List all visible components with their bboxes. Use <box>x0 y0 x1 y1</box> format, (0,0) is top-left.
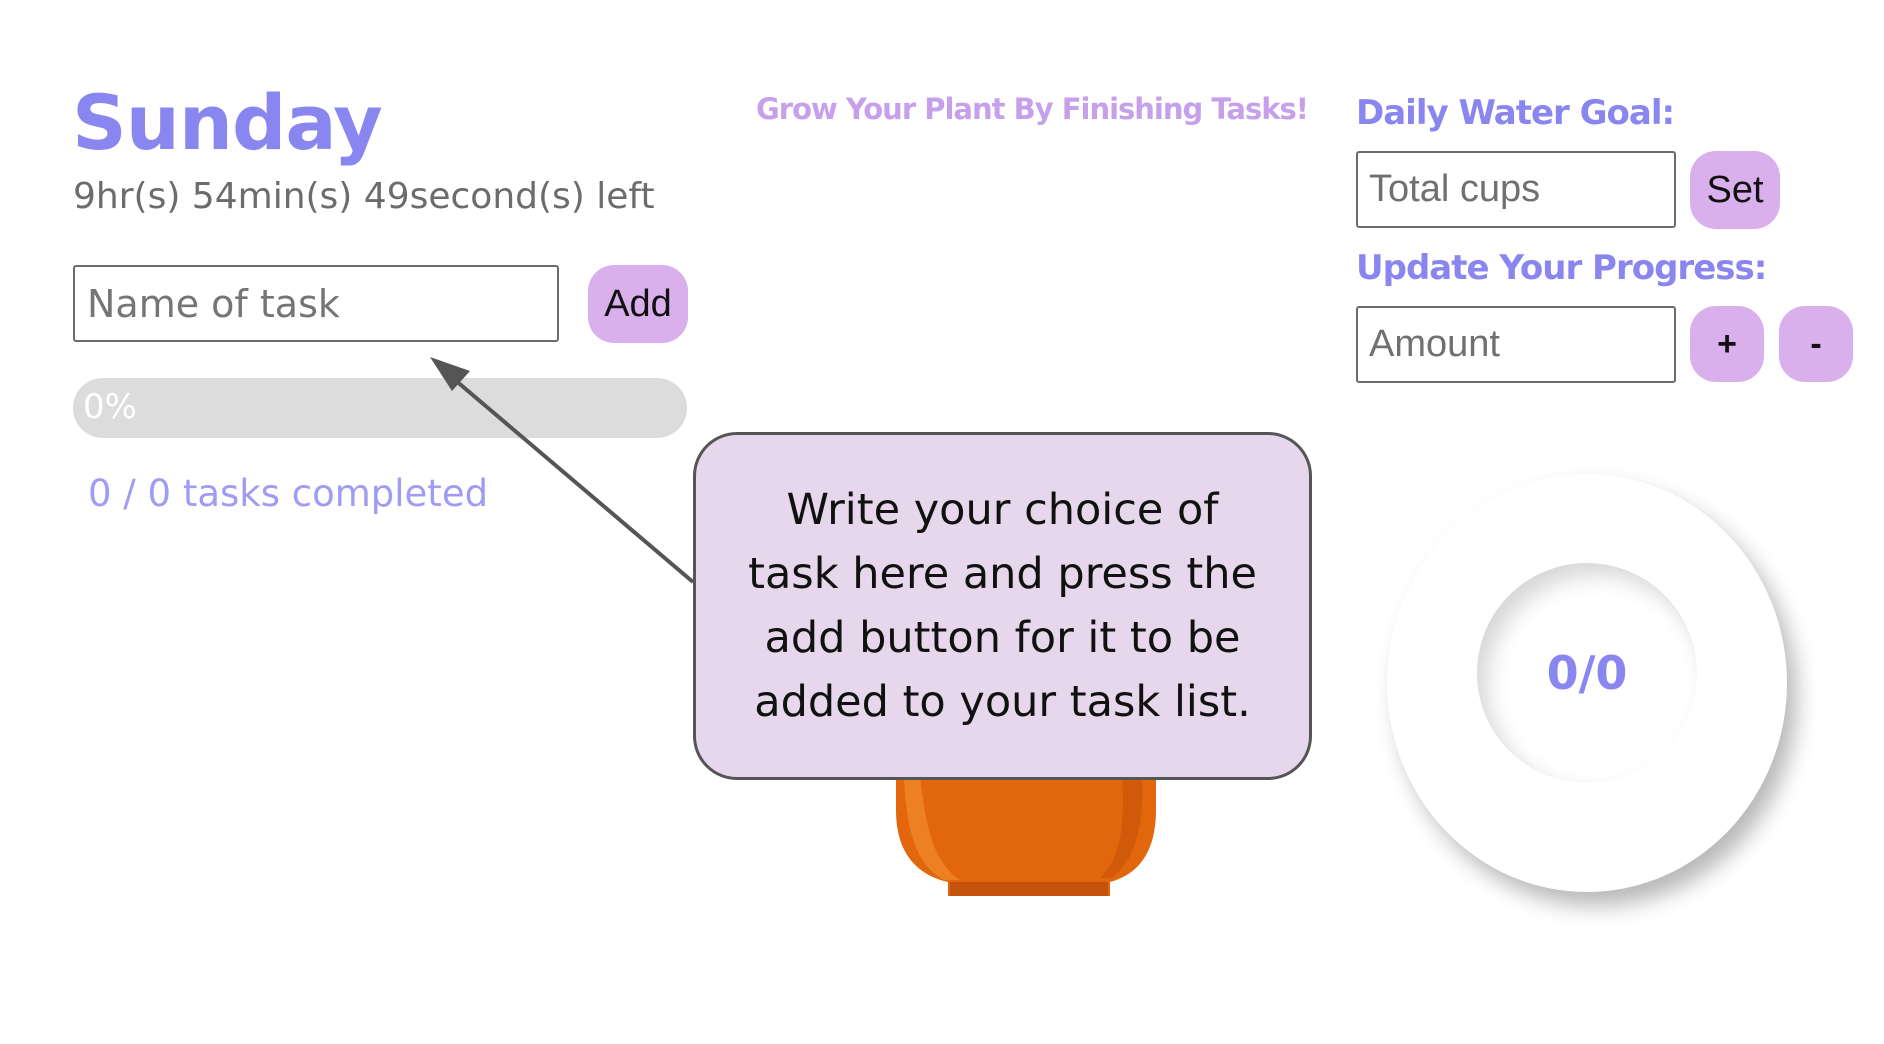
task-progress-text: 0% <box>83 387 137 427</box>
increase-water-button[interactable]: + <box>1690 306 1764 382</box>
day-title: Sunday <box>72 78 383 167</box>
total-cups-input[interactable] <box>1356 151 1676 228</box>
update-progress-label: Update Your Progress: <box>1356 248 1767 288</box>
amount-input[interactable] <box>1356 306 1676 383</box>
plant-pot-icon <box>896 770 1156 896</box>
decrease-water-button[interactable]: - <box>1779 306 1853 382</box>
countdown-text: 9hr(s) 54min(s) 49second(s) left <box>73 176 655 217</box>
water-progress-core: 0/0 <box>1477 563 1697 783</box>
plant-headline: Grow Your Plant By Finishing Tasks! <box>756 92 1309 126</box>
water-goal-label: Daily Water Goal: <box>1356 93 1675 133</box>
tutorial-callout: Write your choice of task here and press… <box>693 432 1312 780</box>
tutorial-callout-text: Write your choice of task here and press… <box>748 485 1257 727</box>
task-progress-bar: 0% <box>73 378 687 438</box>
add-task-button[interactable]: Add <box>588 265 688 343</box>
task-name-input[interactable] <box>73 265 559 342</box>
tasks-completed-text: 0 / 0 tasks completed <box>88 472 489 515</box>
water-count-text: 0/0 <box>1546 646 1628 700</box>
set-goal-button[interactable]: Set <box>1690 151 1780 229</box>
